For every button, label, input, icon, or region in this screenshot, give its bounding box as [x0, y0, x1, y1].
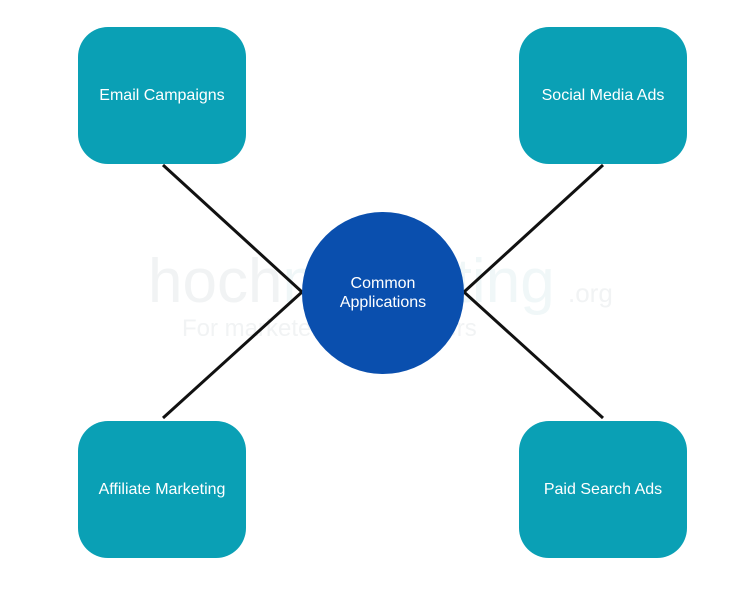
- node-email-campaigns: Email Campaigns: [78, 27, 246, 164]
- connector-affiliate: [161, 290, 304, 420]
- connector-paid: [462, 290, 605, 420]
- connector-social: [462, 163, 605, 294]
- node-affiliate-marketing: Affiliate Marketing: [78, 421, 246, 558]
- node-label: Affiliate Marketing: [98, 480, 226, 498]
- node-label: Email Campaigns: [99, 86, 225, 104]
- node-paid-search-ads: Paid Search Ads: [519, 421, 687, 558]
- node-label: Paid Search Ads: [543, 480, 663, 498]
- center-hub: Common Applications: [302, 212, 464, 374]
- connector-email: [161, 163, 304, 294]
- node-social-media-ads: Social Media Ads: [519, 27, 687, 164]
- node-label: Social Media Ads: [541, 86, 665, 104]
- center-hub-label: Common Applications: [339, 275, 427, 311]
